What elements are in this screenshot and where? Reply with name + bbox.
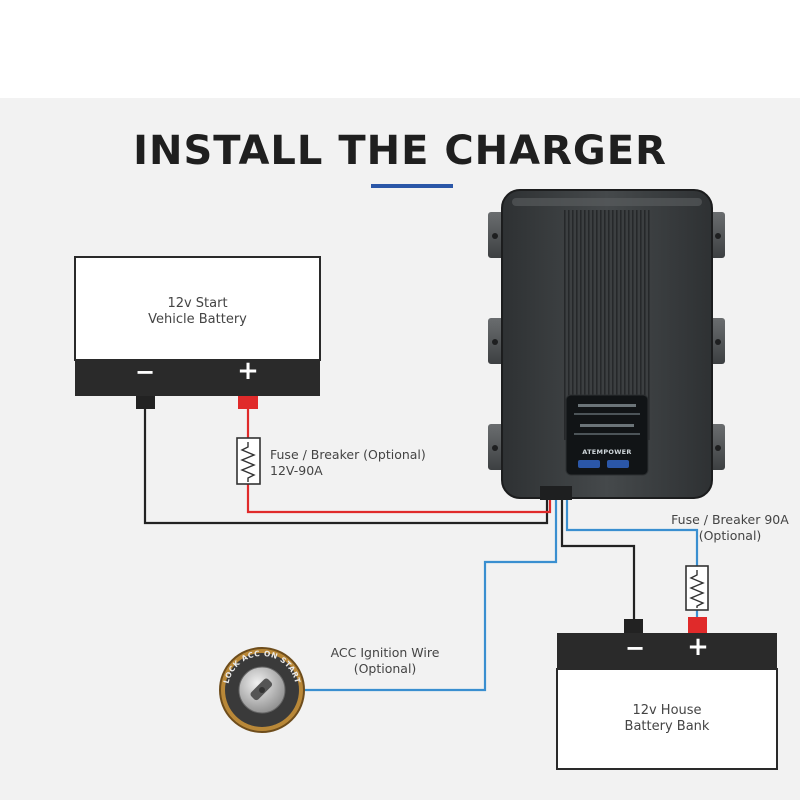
start-negative-symbol: − — [134, 358, 156, 386]
house-negative-terminal — [624, 619, 643, 633]
title-underline — [371, 184, 453, 188]
fuse-right-icon — [685, 565, 709, 611]
charger-brand: ATEMPOWER — [582, 448, 632, 456]
fuse-left-line1: Fuse / Breaker (Optional) — [270, 447, 426, 462]
house-battery-line1: 12v House — [632, 703, 702, 718]
house-battery-label: 12v House Battery Bank — [557, 703, 777, 735]
start-battery-line2: Vehicle Battery — [148, 312, 247, 327]
dc-dc-charger-icon — [488, 189, 725, 500]
start-positive-terminal — [238, 396, 258, 409]
ignition-switch-icon: LOCK ACC ON START — [219, 647, 305, 733]
start-battery — [74, 256, 321, 409]
wire-start-positive-b — [246, 484, 552, 514]
wire-ignition — [302, 500, 558, 692]
start-battery-label: 12v Start Vehicle Battery — [75, 296, 320, 328]
ignition-label: ACC Ignition Wire (Optional) — [320, 645, 450, 677]
fuse-right-line1: Fuse / Breaker 90A — [671, 512, 789, 527]
wire-house-negative — [560, 500, 636, 620]
house-battery — [556, 617, 778, 770]
house-battery-line2: Battery Bank — [624, 719, 710, 734]
start-negative-terminal — [136, 396, 155, 409]
fuse-right-line2: (Optional) — [698, 528, 762, 543]
ignition-line1: ACC Ignition Wire — [330, 645, 440, 660]
wire-house-positive-a — [565, 500, 699, 566]
ignition-line2: (Optional) — [353, 661, 417, 676]
fuse-left-label: Fuse / Breaker (Optional) 12V-90A — [270, 447, 450, 479]
fuse-left-line2: 12V-90A — [270, 463, 323, 478]
house-positive-terminal — [688, 617, 707, 633]
house-positive-symbol: + — [687, 632, 709, 662]
start-battery-line1: 12v Start — [167, 296, 228, 311]
start-positive-symbol: + — [237, 356, 259, 386]
page-title: INSTALL THE CHARGER — [133, 128, 667, 174]
house-negative-symbol: − — [624, 634, 646, 662]
fuse-left-icon — [236, 437, 261, 485]
fuse-right-label: Fuse / Breaker 90A (Optional) — [660, 512, 800, 544]
